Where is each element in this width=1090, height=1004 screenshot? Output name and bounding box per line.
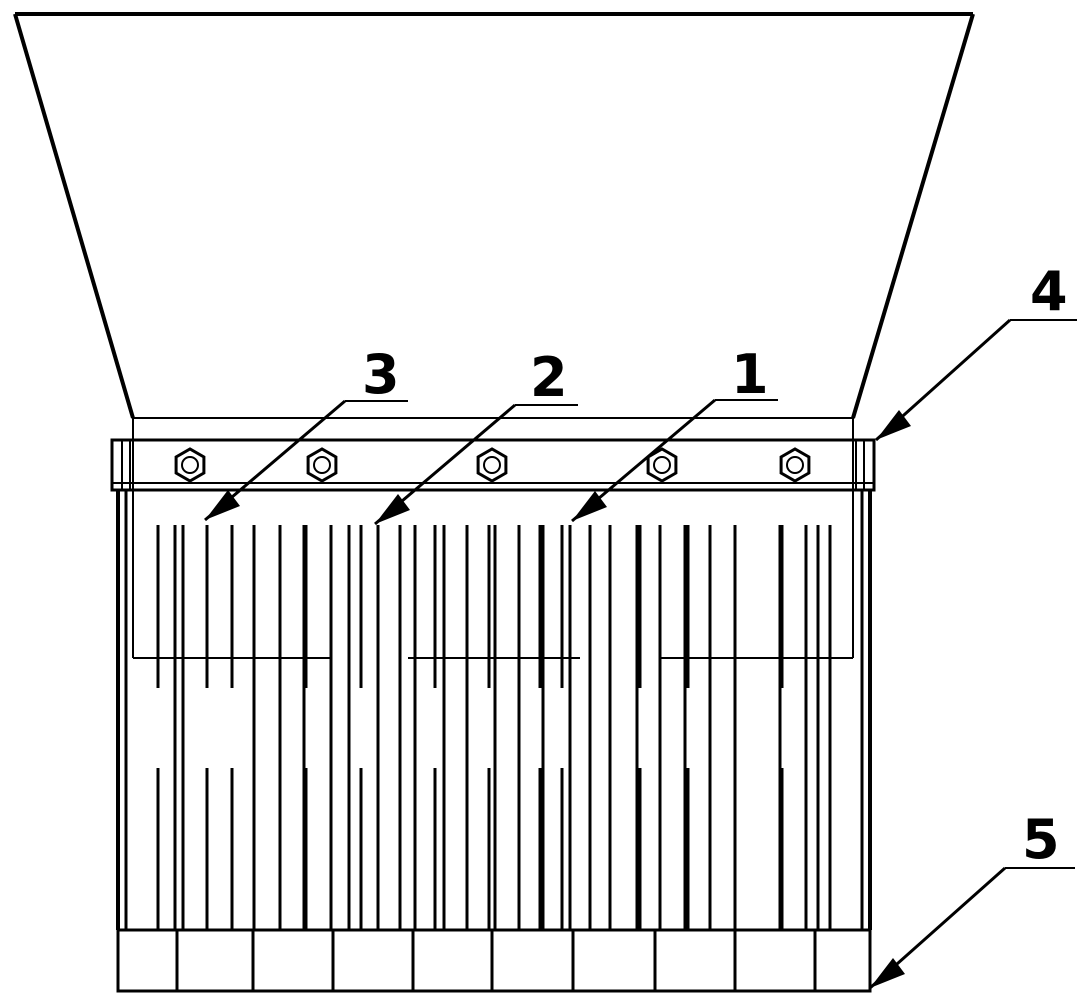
inner-frame: [132, 418, 854, 659]
arrow-4: [876, 410, 911, 440]
bolt-hex: [306, 447, 338, 483]
arrow-5: [870, 958, 905, 988]
partition-plates: [156, 525, 832, 930]
bolt-circle: [786, 456, 804, 474]
bolt-bar: [110, 438, 876, 492]
bolt-circle: [653, 456, 671, 474]
label-1: 1: [731, 343, 769, 406]
arrow-3: [205, 490, 240, 520]
bolt-hex: [779, 447, 811, 483]
bolt-hex: [476, 447, 508, 483]
hopper: [13, 12, 975, 419]
leader-lines: [204, 318, 1077, 990]
label-4: 4: [1030, 260, 1068, 323]
bolt-circle: [483, 456, 501, 474]
bolt-circle: [181, 456, 199, 474]
label-2: 2: [530, 346, 568, 409]
bottom-cells: [116, 928, 872, 993]
bolt-circle: [313, 456, 331, 474]
label-3: 3: [362, 343, 400, 406]
arrow-1: [572, 491, 607, 521]
arrow-2: [375, 494, 410, 524]
bolts: [174, 447, 811, 483]
label-5: 5: [1022, 808, 1060, 871]
bolt-hex: [174, 447, 206, 483]
